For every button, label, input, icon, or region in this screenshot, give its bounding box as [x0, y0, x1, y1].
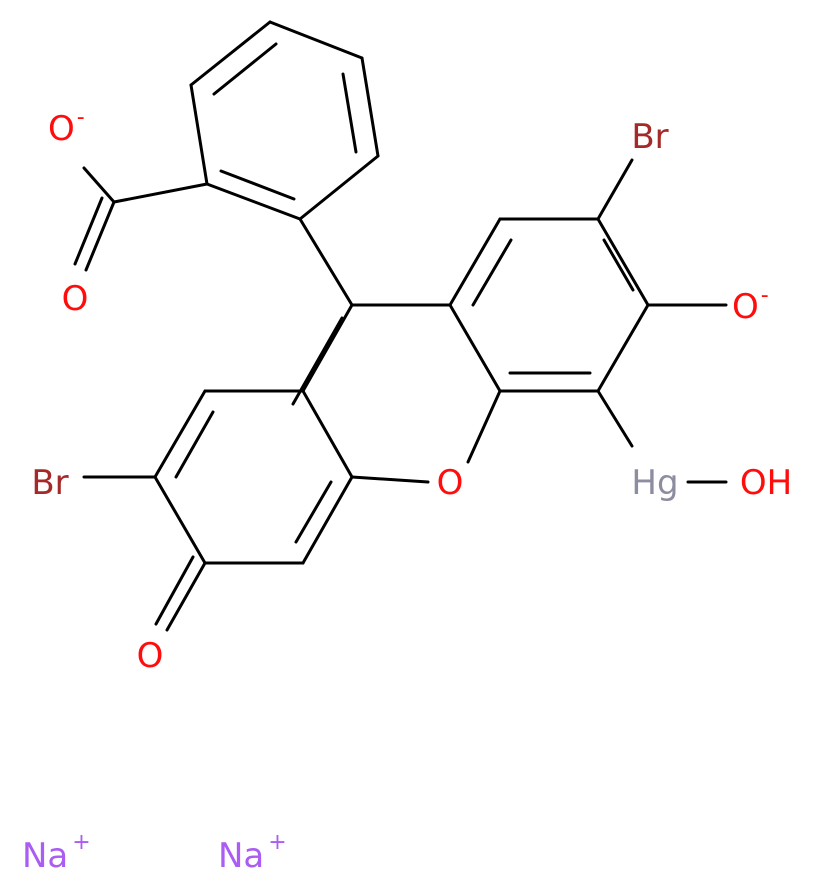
bond — [212, 42, 278, 96]
bond — [448, 303, 502, 393]
bond — [298, 154, 380, 221]
bonds — [73, 20, 728, 632]
carboxylate-o-symbol: O — [48, 109, 75, 149]
br-top-label: Br — [631, 117, 668, 157]
sodium-symbol: Na — [218, 836, 264, 876]
bond — [165, 561, 207, 632]
sodium-charge: + — [268, 830, 286, 855]
bond — [205, 182, 302, 221]
bond — [350, 475, 430, 484]
ring-o-label: O — [437, 463, 464, 503]
bond — [596, 303, 650, 393]
bond — [448, 217, 502, 307]
phenoxide-o-symbol: O — [732, 287, 759, 327]
sodium-ion-1: Na+ — [22, 830, 91, 876]
bond — [298, 217, 354, 307]
bond — [596, 389, 634, 448]
phenoxide-o-charge: - — [761, 283, 769, 308]
hg-label: Hg — [631, 463, 678, 503]
bond — [82, 166, 116, 204]
bond — [301, 303, 354, 393]
bond — [189, 20, 272, 87]
bond — [268, 20, 364, 60]
bond — [154, 555, 195, 626]
bond — [112, 182, 209, 204]
bond — [189, 83, 209, 186]
bond — [596, 217, 650, 307]
sodium-ion-2: Na+ — [218, 830, 287, 876]
sodium-symbol: Na — [22, 836, 68, 876]
carboxylate-o-label: O- — [48, 105, 85, 149]
bond — [466, 389, 502, 464]
bond — [174, 410, 215, 479]
counterions: Na+ Na+ — [22, 830, 287, 876]
bond — [153, 475, 207, 565]
bond — [301, 475, 354, 565]
hydroxyl-label: OH — [740, 463, 792, 503]
sodium-charge: + — [72, 830, 90, 855]
bond — [341, 72, 358, 154]
bond — [602, 238, 635, 292]
bond — [360, 56, 380, 158]
bond — [471, 238, 513, 307]
phenoxide-o-label: O- — [732, 283, 769, 327]
bond — [294, 480, 333, 544]
atom-labels: O- O Br O- Hg OH Br O O — [31, 105, 792, 676]
bond — [301, 389, 354, 479]
bond — [219, 169, 296, 201]
bond — [73, 196, 104, 266]
ketone-o-label: O — [137, 636, 164, 676]
bond — [84, 200, 116, 272]
br-left-label: Br — [31, 463, 68, 503]
carboxylate-o-charge: - — [77, 105, 85, 130]
carbonyl-o-label: O — [62, 279, 89, 319]
bond — [596, 158, 634, 221]
bond — [153, 389, 207, 479]
